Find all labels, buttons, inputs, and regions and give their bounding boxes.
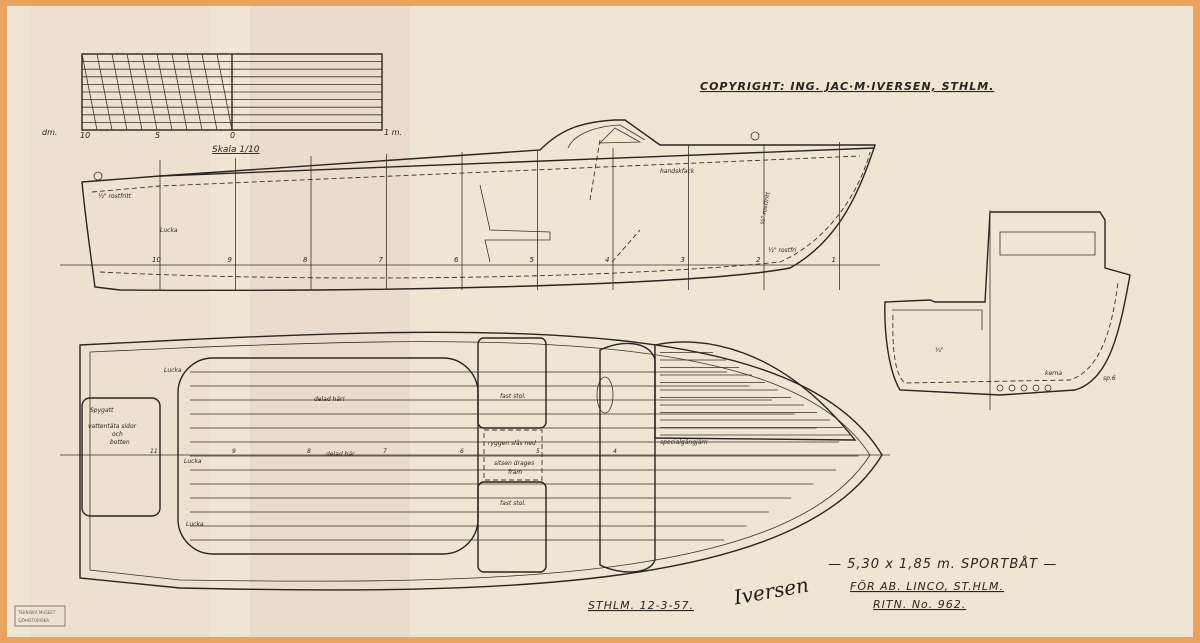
- limber-hole: [996, 384, 1004, 392]
- station-label: 9: [232, 448, 236, 455]
- windshield: [599, 342, 656, 573]
- title-block: — 5,30 x 1,85 m. SPORTBÅT — FÖR AB. LINC…: [828, 556, 1057, 611]
- boat-drawing: dm. 10 5 0 1 m. Skala 1/10 COPYRIGHT: IN…: [14, 6, 1131, 637]
- scale-diagonal: [201, 53, 218, 131]
- scale-unit-dm: dm.: [42, 128, 57, 137]
- signature: Iversen: [731, 573, 811, 610]
- note-delad: delad här!: [314, 396, 345, 403]
- seat-profile: [479, 184, 551, 263]
- note-fram: fram: [508, 469, 522, 476]
- paper-stain: [30, 6, 210, 637]
- cleat-icon: [750, 131, 760, 141]
- station-label: 6: [454, 256, 459, 264]
- note-fast-stol: fast stol.: [500, 500, 526, 507]
- note-delad: delad här: [326, 451, 355, 458]
- note-gangjarn: specialgångjärn: [660, 439, 708, 446]
- foredeck: [654, 341, 857, 441]
- scale-diagonal: [111, 53, 128, 131]
- note-lucka: Lucka: [184, 458, 202, 465]
- scale-diagonal: [141, 53, 158, 131]
- scale-diagonal: [126, 53, 143, 131]
- drawing-date: STHLM. 12-3-57.: [588, 599, 694, 612]
- scale-tick: 0: [230, 131, 235, 140]
- section-label: sp.6: [1103, 375, 1116, 382]
- station-label: 5: [530, 256, 535, 264]
- cleat-icon: [93, 171, 103, 181]
- note-rostfritt: ½" rostfritt: [98, 193, 132, 200]
- section-note: ¼": [935, 347, 944, 354]
- limber-hole: [1008, 384, 1016, 392]
- note-botten: botten: [110, 439, 130, 446]
- limber-hole: [1044, 384, 1052, 392]
- station-label: 2: [756, 256, 761, 264]
- fast-stol-upper: [477, 337, 547, 429]
- stamp-line-1: TEKNISKA MUSEET: [17, 610, 56, 615]
- scale-bar: dm. 10 5 0 1 m. Skala 1/10: [42, 53, 402, 155]
- drawing-sheet: dm. 10 5 0 1 m. Skala 1/10 COPYRIGHT: IN…: [7, 6, 1193, 637]
- station-label: 8: [307, 448, 311, 455]
- station-label: 6: [460, 448, 464, 455]
- note-spygatt: Spygatt: [90, 407, 114, 414]
- title-line-3: RITN. No. 962.: [873, 598, 966, 611]
- station-label: 1: [832, 256, 836, 264]
- paper-stain: [250, 6, 410, 637]
- station-label: 7: [383, 448, 387, 455]
- section-kerna: kerna: [1045, 370, 1062, 377]
- scale-diagonal: [186, 53, 203, 131]
- scale-diagonal: [81, 53, 98, 131]
- station-label: 7: [379, 256, 384, 264]
- note-vattentata: vattentäta sidor: [88, 423, 137, 430]
- station-label: 4: [613, 448, 617, 455]
- station-label: 11: [150, 448, 158, 455]
- note-lucka: Lucka: [160, 227, 178, 234]
- folding-seat: [483, 429, 543, 481]
- copyright-text: COPYRIGHT: ING. JAC·M·IVERSEN, STHLM.: [700, 80, 994, 93]
- note-handskfack: handskfack: [660, 168, 695, 175]
- station-label: 8: [303, 256, 308, 264]
- note-fast-stol: fast stol.: [500, 393, 526, 400]
- steering-wheel-icon: [596, 376, 614, 414]
- note-och: och: [112, 431, 123, 438]
- note-sitsen: sitsen drages: [494, 460, 534, 467]
- plan-view: Spygatt vattentäta sidor och botten Luck…: [60, 331, 890, 591]
- scale-diagonal: [96, 53, 113, 131]
- scale-diagonal: [216, 53, 233, 131]
- scale-tick: 5: [155, 131, 160, 140]
- limber-hole: [1020, 384, 1028, 392]
- title-line-2: FÖR AB. LINCO, ST.HLM.: [850, 580, 1004, 593]
- station-label: 5: [536, 448, 540, 455]
- note-lucka: Lucka: [164, 367, 182, 374]
- fast-stol-lower: [477, 481, 547, 573]
- museum-stamp: TEKNISKA MUSEET SJÖHISTORISKA: [14, 605, 66, 627]
- station-label: 10: [152, 256, 161, 264]
- title-line-1: — 5,30 x 1,85 m. SPORTBÅT —: [828, 556, 1057, 572]
- note-rostfritt-vertical: ½" rostfritt: [759, 191, 772, 225]
- note-lucka: Lucka: [186, 521, 204, 528]
- limber-hole: [1032, 384, 1040, 392]
- scale-diagonal: [171, 53, 188, 131]
- stamp-line-2: SJÖHISTORISKA: [18, 618, 49, 623]
- scale-label: Skala 1/10: [212, 145, 260, 155]
- scale-unit-m: 1 m.: [384, 128, 402, 137]
- station-label: 4: [605, 256, 609, 264]
- spygatt-locker: [81, 397, 161, 517]
- note-ryggen: ryggen slås ned: [488, 440, 536, 447]
- station-label: 9: [228, 256, 233, 264]
- scale-diagonal: [156, 53, 173, 131]
- scale-tick: 10: [80, 131, 90, 140]
- station-label: 3: [681, 256, 685, 264]
- note-rostfri: ½" rostfri: [768, 247, 797, 254]
- cross-section: ¼" kerna sp.6: [884, 210, 1131, 410]
